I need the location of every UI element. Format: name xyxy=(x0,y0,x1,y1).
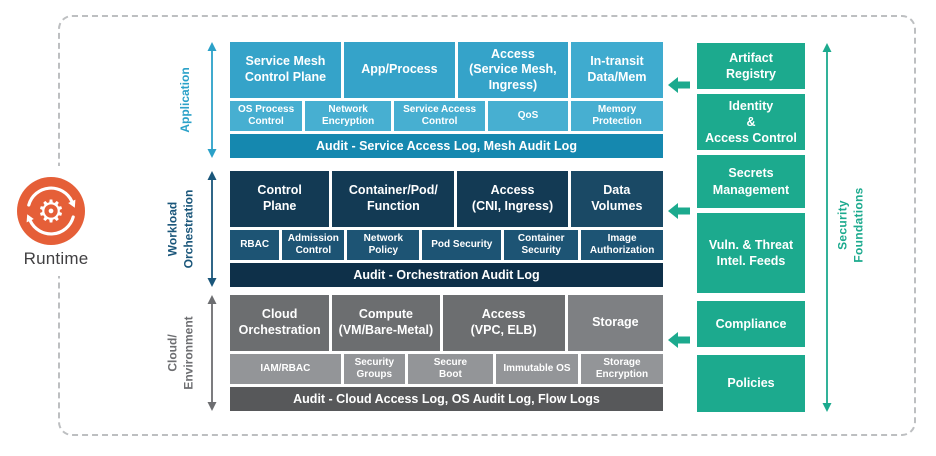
runtime-icon: ⚙ xyxy=(17,177,85,245)
workload-span-arrow xyxy=(207,171,217,287)
application-layer-label: Application xyxy=(178,67,193,133)
box-iam-rbac: IAM/RBAC xyxy=(230,354,341,384)
workload-audit-bar: Audit - Orchestration Audit Log xyxy=(230,263,663,287)
workload-orchestration-layer-label: Workload Orchestration xyxy=(165,189,195,269)
fbox-compliance: Compliance xyxy=(697,301,805,347)
foundations-to-cloud-arrow-icon xyxy=(668,332,690,348)
application-audit-bar: Audit - Service Access Log, Mesh Audit L… xyxy=(230,134,663,158)
box-service-access-control: Service Access Control xyxy=(394,101,486,131)
box-storage-encryption: Storage Encryption xyxy=(580,354,663,384)
box-compute-vm-bare-metal: Compute (VM/Bare-Metal) xyxy=(332,295,440,351)
box-secure-boot: Secure Boot xyxy=(407,354,493,384)
foundations-to-workload-arrow-icon xyxy=(668,203,690,219)
application-span-arrow xyxy=(207,42,217,158)
fbox-secrets-management: Secrets Management xyxy=(697,155,805,208)
application-components-row: Service Mesh Control Plane App/Process A… xyxy=(230,42,663,98)
box-memory-protection: Memory Protection xyxy=(571,101,663,131)
security-foundations-span-arrow xyxy=(822,43,832,412)
cloud-audit-bar: Audit - Cloud Access Log, OS Audit Log, … xyxy=(230,387,663,411)
box-pod-security: Pod Security xyxy=(422,230,502,260)
runtime-gear-sync-icon: ⚙ xyxy=(26,186,76,236)
box-app-process: App/Process xyxy=(343,42,455,98)
box-access-cni-ingress: Access (CNI, Ingress) xyxy=(457,171,568,227)
security-foundations-label: Security Foundations xyxy=(835,187,865,263)
fbox-artifact-registry: Artifact Registry xyxy=(697,43,805,89)
box-control-plane: Control Plane xyxy=(230,171,330,227)
runtime-label: Runtime xyxy=(23,249,89,268)
box-network-encryption: Network Encryption xyxy=(305,101,392,131)
box-os-process-control: OS Process Control xyxy=(230,101,303,131)
cloud-components-row: Cloud Orchestration Compute (VM/Bare-Met… xyxy=(230,295,663,351)
box-data-volumes: Data Volumes xyxy=(570,171,663,227)
box-network-policy: Network Policy xyxy=(347,230,420,260)
box-container-pod-function: Container/Pod/ Function xyxy=(332,171,455,227)
box-storage: Storage xyxy=(567,295,663,351)
cloud-span-arrow xyxy=(207,295,217,411)
application-layer: Service Mesh Control Plane App/Process A… xyxy=(230,42,663,158)
box-admission-control: Admission Control xyxy=(282,230,345,260)
box-access-vpc-elb: Access (VPC, ELB) xyxy=(442,295,565,351)
cloud-environment-layer-label: Cloud/ Environment xyxy=(165,316,195,390)
box-cloud-orchestration: Cloud Orchestration xyxy=(230,295,330,351)
workload-controls-row: RBAC Admission Control Network Policy Po… xyxy=(230,230,664,260)
box-immutable-os: Immutable OS xyxy=(495,354,578,384)
box-in-transit-data-mem: In-transit Data/Mem xyxy=(570,42,663,98)
workload-components-row: Control Plane Container/Pod/ Function Ac… xyxy=(230,171,663,227)
cloud-controls-row: IAM/RBAC Security Groups Secure Boot Imm… xyxy=(230,354,663,384)
svg-text:⚙: ⚙ xyxy=(37,194,65,230)
application-controls-row: OS Process Control Network Encryption Se… xyxy=(230,101,663,131)
workload-orchestration-layer: Control Plane Container/Pod/ Function Ac… xyxy=(230,171,664,287)
box-image-authorization: Image Authorization xyxy=(581,230,664,260)
box-qos: QoS xyxy=(488,101,569,131)
box-container-security: Container Security xyxy=(504,230,579,260)
fbox-identity-access-control: Identity & Access Control xyxy=(697,94,805,150)
box-access-service-mesh-ingress: Access (Service Mesh, Ingress) xyxy=(457,42,568,98)
box-rbac: RBAC xyxy=(230,230,280,260)
box-security-groups: Security Groups xyxy=(343,354,405,384)
foundations-to-application-arrow-icon xyxy=(668,77,690,93)
fbox-policies: Policies xyxy=(697,355,805,412)
cloud-environment-layer: Cloud Orchestration Compute (VM/Bare-Met… xyxy=(230,295,663,411)
box-service-mesh-control-plane: Service Mesh Control Plane xyxy=(230,42,341,98)
fbox-vuln-threat-intel-feeds: Vuln. & Threat Intel. Feeds xyxy=(697,213,805,293)
